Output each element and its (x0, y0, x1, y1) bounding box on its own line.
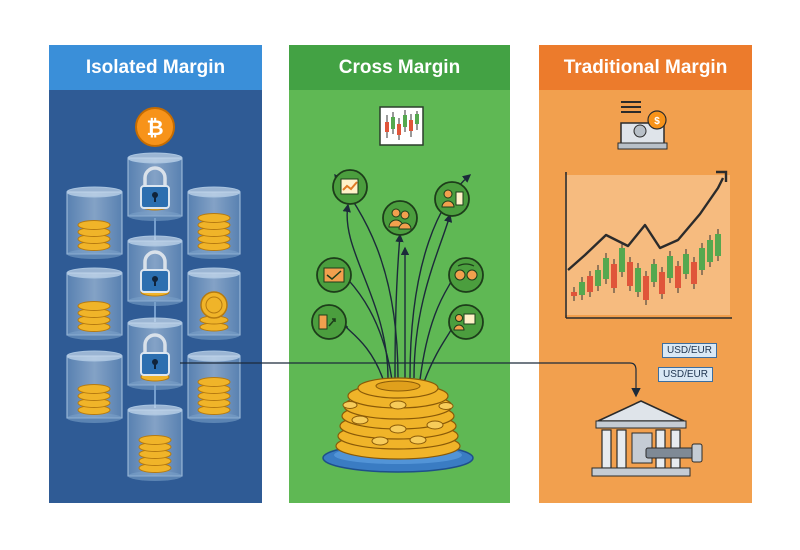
currency-pair-label-2: USD/EUR (658, 367, 714, 382)
cash-register-icon: $ (617, 101, 668, 150)
isolated-container-left-2 (66, 267, 123, 340)
padlock-icon (140, 333, 170, 376)
candle-body (683, 254, 689, 274)
candle-body (643, 276, 649, 300)
padlock-icon (140, 250, 170, 293)
candle-body (619, 248, 625, 272)
isolated-container-right-2 (187, 267, 241, 340)
isolated-container-right-3 (187, 350, 241, 423)
person-chart-icon (434, 181, 470, 217)
candle-body (595, 270, 601, 286)
cross-margin-title: Cross Margin (289, 45, 510, 90)
users-icon (382, 200, 418, 236)
svg-text:₿: ₿ (146, 117, 163, 140)
candle-body (691, 262, 697, 284)
candle-body (627, 262, 633, 286)
isolated-container-4 (127, 404, 183, 481)
exchange-icon (448, 257, 484, 293)
candle-body (667, 256, 673, 278)
traditional-margin-title: Traditional Margin (539, 45, 752, 90)
isolated-container-right-1 (187, 186, 241, 259)
isolated-margin-title: Isolated Margin (49, 45, 262, 90)
candle-body (611, 264, 617, 288)
candle-body (659, 272, 665, 294)
padlock-icon (140, 166, 170, 209)
candle-body (715, 234, 721, 256)
candle-body (635, 268, 641, 292)
presentation-icon (448, 304, 484, 340)
currency-pair-label-1: USD/EUR (662, 343, 718, 358)
coin-pool (322, 377, 474, 473)
bitcoin-coin-icon: ₿ (135, 107, 175, 147)
candlestick-price-chart (565, 170, 732, 319)
trade-chart-icon (332, 169, 368, 205)
candle-body (699, 248, 705, 270)
isolated-container-left-1 (66, 186, 123, 259)
bank-building-icon (591, 400, 703, 477)
handshake-icon (316, 257, 352, 293)
trade-arrows-icon (311, 304, 347, 340)
isolated-container-left-3 (66, 350, 123, 423)
forex-connector (180, 362, 641, 398)
candle-body (651, 264, 657, 282)
candle-body (579, 282, 585, 295)
candlestick-chart-icon (379, 106, 424, 146)
candle-body (587, 276, 593, 292)
candle-body (571, 292, 577, 296)
svg-text:$: $ (654, 116, 660, 127)
candle-body (707, 240, 713, 262)
candle-body (675, 266, 681, 288)
candle-body (603, 258, 609, 279)
